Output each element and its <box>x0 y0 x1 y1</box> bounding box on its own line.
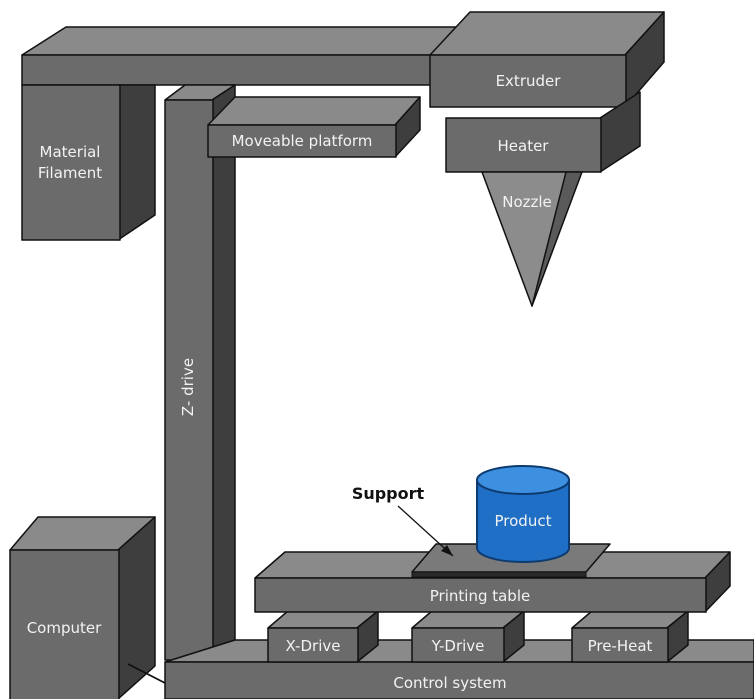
x-drive-block: X-Drive <box>267 610 379 663</box>
heater-label: Heater <box>498 137 550 155</box>
support-callout: Support <box>352 484 454 557</box>
material-label-line2: Filament <box>38 164 102 182</box>
computer-tower: Computer <box>9 516 156 699</box>
moveable-platform: Moveable platform <box>207 96 421 158</box>
y-drive-block: Y-Drive <box>411 610 525 663</box>
pre-heat-block: Pre-Heat <box>571 610 689 663</box>
extruder-block: Extruder <box>429 11 665 108</box>
extruder-label: Extruder <box>496 72 562 90</box>
product-cylinder: Product <box>476 465 570 563</box>
pre-heat-label: Pre-Heat <box>588 637 653 655</box>
z-drive-label: Z- drive <box>179 358 197 416</box>
y-drive-label: Y-Drive <box>431 637 485 655</box>
printing-table-label: Printing table <box>430 587 530 605</box>
moveable-platform-label: Moveable platform <box>232 132 373 150</box>
support-label: Support <box>352 484 425 503</box>
support-arrow-head <box>441 545 453 556</box>
heater-block: Heater <box>445 91 641 173</box>
material-label-line1: Material <box>40 143 101 161</box>
control-system-label: Control system <box>393 674 506 692</box>
product-label: Product <box>495 512 552 530</box>
computer-label: Computer <box>27 619 102 637</box>
top-arm <box>21 26 471 86</box>
material-filament-box: Material Filament <box>21 84 156 241</box>
nozzle-label: Nozzle <box>502 193 552 211</box>
support-arrow-line <box>397 505 454 557</box>
computer-cable <box>127 663 166 684</box>
nozzle-cone: Nozzle <box>481 171 583 307</box>
x-drive-label: X-Drive <box>286 637 341 655</box>
z-drive-column: Z- drive <box>164 84 236 661</box>
